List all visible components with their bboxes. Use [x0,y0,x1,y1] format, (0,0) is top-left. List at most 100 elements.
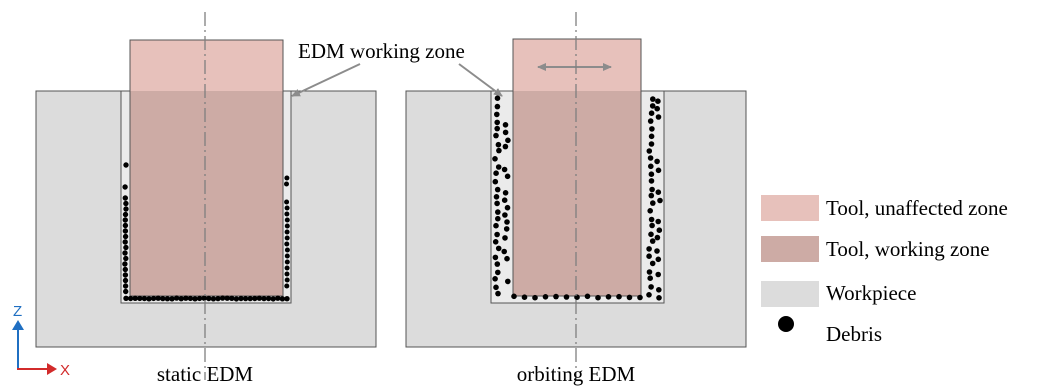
debris-particle [501,248,508,255]
debris-particle [648,216,655,223]
debris-particle [532,294,538,301]
legend-swatch-workpiece [761,281,819,307]
debris-particle [656,227,663,233]
debris-particle [648,141,655,147]
working-zone-callout: EDM working zone [291,39,503,97]
legend-item-workpiece: Workpiece [761,281,916,307]
debris-orbiting [492,95,663,301]
debris-particle [616,293,622,300]
debris-particle [656,295,662,301]
debris-particle [647,208,653,214]
debris-particle [122,250,128,256]
debris-particle [123,206,129,212]
debris-particle [492,178,499,185]
debris-particle [505,137,511,144]
debris-particle [495,215,501,222]
debris-particle [574,294,580,301]
debris-particle [654,158,660,165]
debris-particle [646,148,653,154]
debris-particle [492,254,499,261]
debris-particle [122,233,129,240]
debris-particle [494,186,501,193]
debris-particle [655,189,662,195]
tool-unaffected-zone-orbiting [513,39,641,91]
debris-particle [122,195,128,201]
debris-particle [494,261,501,267]
debris-particle [284,265,290,271]
debris-particle [505,278,511,285]
debris-particle [502,122,509,128]
debris-particle [495,164,502,170]
debris-particle [123,244,129,251]
debris-particle [495,269,501,276]
debris-particle [123,288,129,295]
tool-working-zone-orbiting [513,91,641,296]
debris-particle [495,209,501,215]
debris-particle [122,184,128,190]
debris-particle [494,111,500,118]
debris-particle [495,290,501,297]
debris-particle [122,261,128,267]
debris-particle [503,226,510,232]
debris-particle [284,253,290,259]
debris-particle [493,132,499,139]
debris-particle [650,200,656,206]
debris-particle [502,212,508,218]
debris-particle [595,294,601,301]
debris-particle [284,283,290,289]
debris-particle [655,114,662,120]
debris-particle [650,96,656,102]
debris-particle [284,181,289,187]
debris-particle [284,229,290,235]
debris-particle [284,271,290,277]
debris-particle [284,259,290,265]
callout-arrow-left [291,63,361,97]
debris-particle [648,178,655,184]
debris-particle [242,295,249,302]
debris-particle [150,295,157,302]
debris-particle [173,295,180,301]
debris-particle [648,171,655,177]
debris-particle [657,197,663,204]
debris-particle [141,295,148,302]
legend-swatch-tool-working [761,236,819,262]
debris-particle [501,197,508,203]
debris-particle [605,294,612,300]
debris-particle [247,295,253,302]
debris-particle [494,231,500,238]
debris-particle [169,296,175,302]
legend-label-debris: Debris [826,322,882,346]
debris-particle [284,241,290,247]
debris-particle [492,239,499,245]
tool-working-zone-static [130,91,283,296]
debris-particle [649,222,655,229]
debris-particle [502,235,508,241]
debris-particle [252,295,258,302]
debris-particle [648,110,655,116]
debris-particle [256,295,263,301]
debris-particle [284,296,290,302]
debris-particle [649,103,656,109]
legend: Tool, unaffected zone Tool, working zone… [761,195,1008,346]
debris-particle [122,211,129,218]
debris-particle [502,190,509,196]
x-axis-head [47,363,57,375]
debris-particle [284,235,290,241]
debris-particle [553,293,559,300]
debris-particle [648,192,655,199]
debris-particle [648,133,655,140]
debris-particle [201,295,207,301]
debris-particle [123,255,129,262]
debris-particle [494,200,500,207]
debris-particle [492,156,498,162]
debris-particle [187,295,194,302]
debris-particle [123,200,129,207]
tool-outline-static [129,39,284,297]
debris-particle [648,163,654,170]
axis-triad: Z X [12,303,70,379]
callout-label: EDM working zone [298,39,465,63]
tool-unaffected-zone-static [130,40,283,91]
debris-particle [502,129,509,136]
legend-swatch-debris [778,316,794,332]
